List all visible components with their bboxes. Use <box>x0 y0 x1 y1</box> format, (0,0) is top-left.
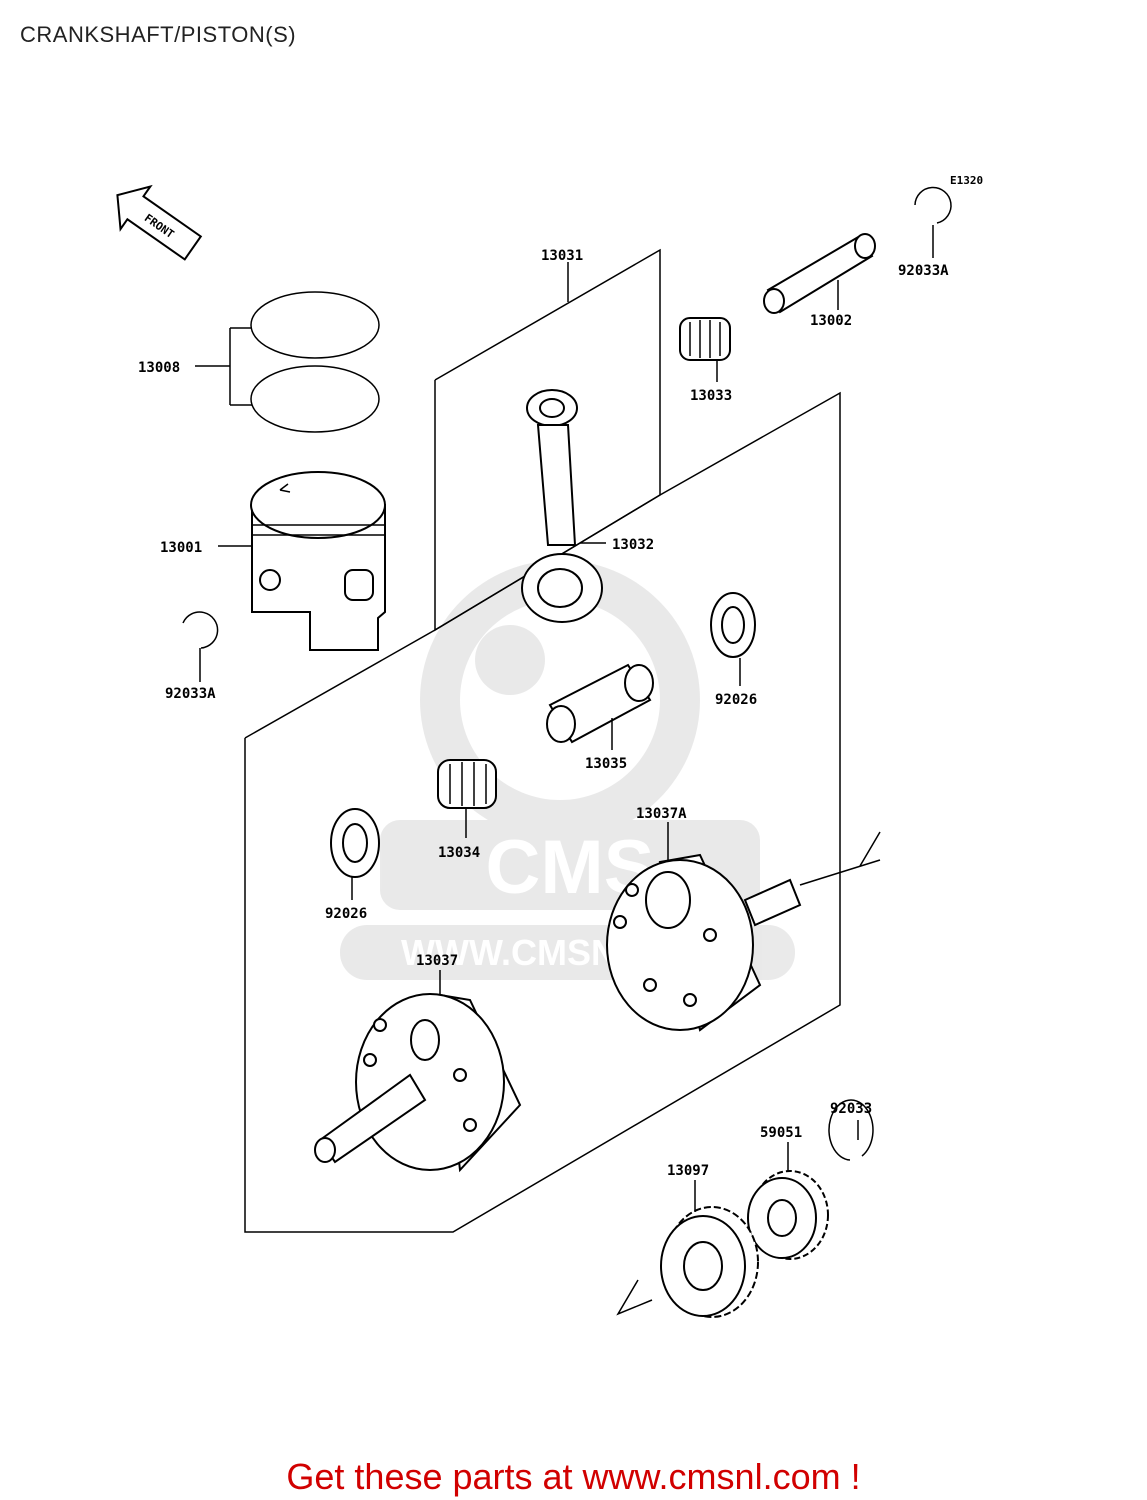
part-label-13035: 13035 <box>585 756 627 772</box>
circlip-top-icon <box>914 186 952 224</box>
thrust-washer-right-icon <box>710 592 756 658</box>
piston-pin-icon <box>763 233 876 314</box>
crankshaft-left-half-icon <box>314 993 522 1173</box>
connecting-rod-icon <box>521 389 603 623</box>
circlip-bottom-icon <box>828 1099 874 1161</box>
part-label-13032: 13032 <box>612 537 654 553</box>
gear-large-icon <box>660 1206 759 1318</box>
part-label-92026-right: 92026 <box>715 692 757 708</box>
part-label-13037: 13037 <box>416 953 458 969</box>
part-label-13037a: 13037A <box>636 806 687 822</box>
thrust-washer-left-icon <box>330 808 380 878</box>
piston-rings-icon <box>250 291 380 433</box>
part-label-13034: 13034 <box>438 845 480 861</box>
crank-pin-icon <box>546 663 654 744</box>
needle-bearing-large-icon <box>437 759 497 809</box>
part-label-13001: 13001 <box>160 540 202 556</box>
part-label-13033: 13033 <box>690 388 732 404</box>
piston-icon <box>250 471 386 651</box>
part-label-92033a-top: 92033A <box>898 263 949 279</box>
part-label-92026-left: 92026 <box>325 906 367 922</box>
part-label-92033: 92033 <box>830 1101 872 1117</box>
part-label-92033a-left: 92033A <box>165 686 216 702</box>
gear-small-icon <box>747 1170 829 1260</box>
circlip-left-icon <box>182 611 219 649</box>
part-label-13097: 13097 <box>667 1163 709 1179</box>
front-arrow-icon: FRONT <box>116 184 203 261</box>
crankshaft-assembly-outline <box>244 391 841 1233</box>
part-label-59051: 59051 <box>760 1125 802 1141</box>
page-title: CRANKSHAFT/PISTON(S) <box>20 22 297 47</box>
part-label-13002: 13002 <box>810 313 852 329</box>
diagram-code: E1320 <box>950 174 983 187</box>
part-label-13031: 13031 <box>541 248 583 264</box>
crankshaft-right-half-icon <box>606 853 881 1032</box>
needle-bearing-small-icon <box>679 317 731 361</box>
part-label-13008: 13008 <box>138 360 180 376</box>
cta-link[interactable]: Get these parts at www.cmsnl.com ! <box>286 1456 861 1497</box>
